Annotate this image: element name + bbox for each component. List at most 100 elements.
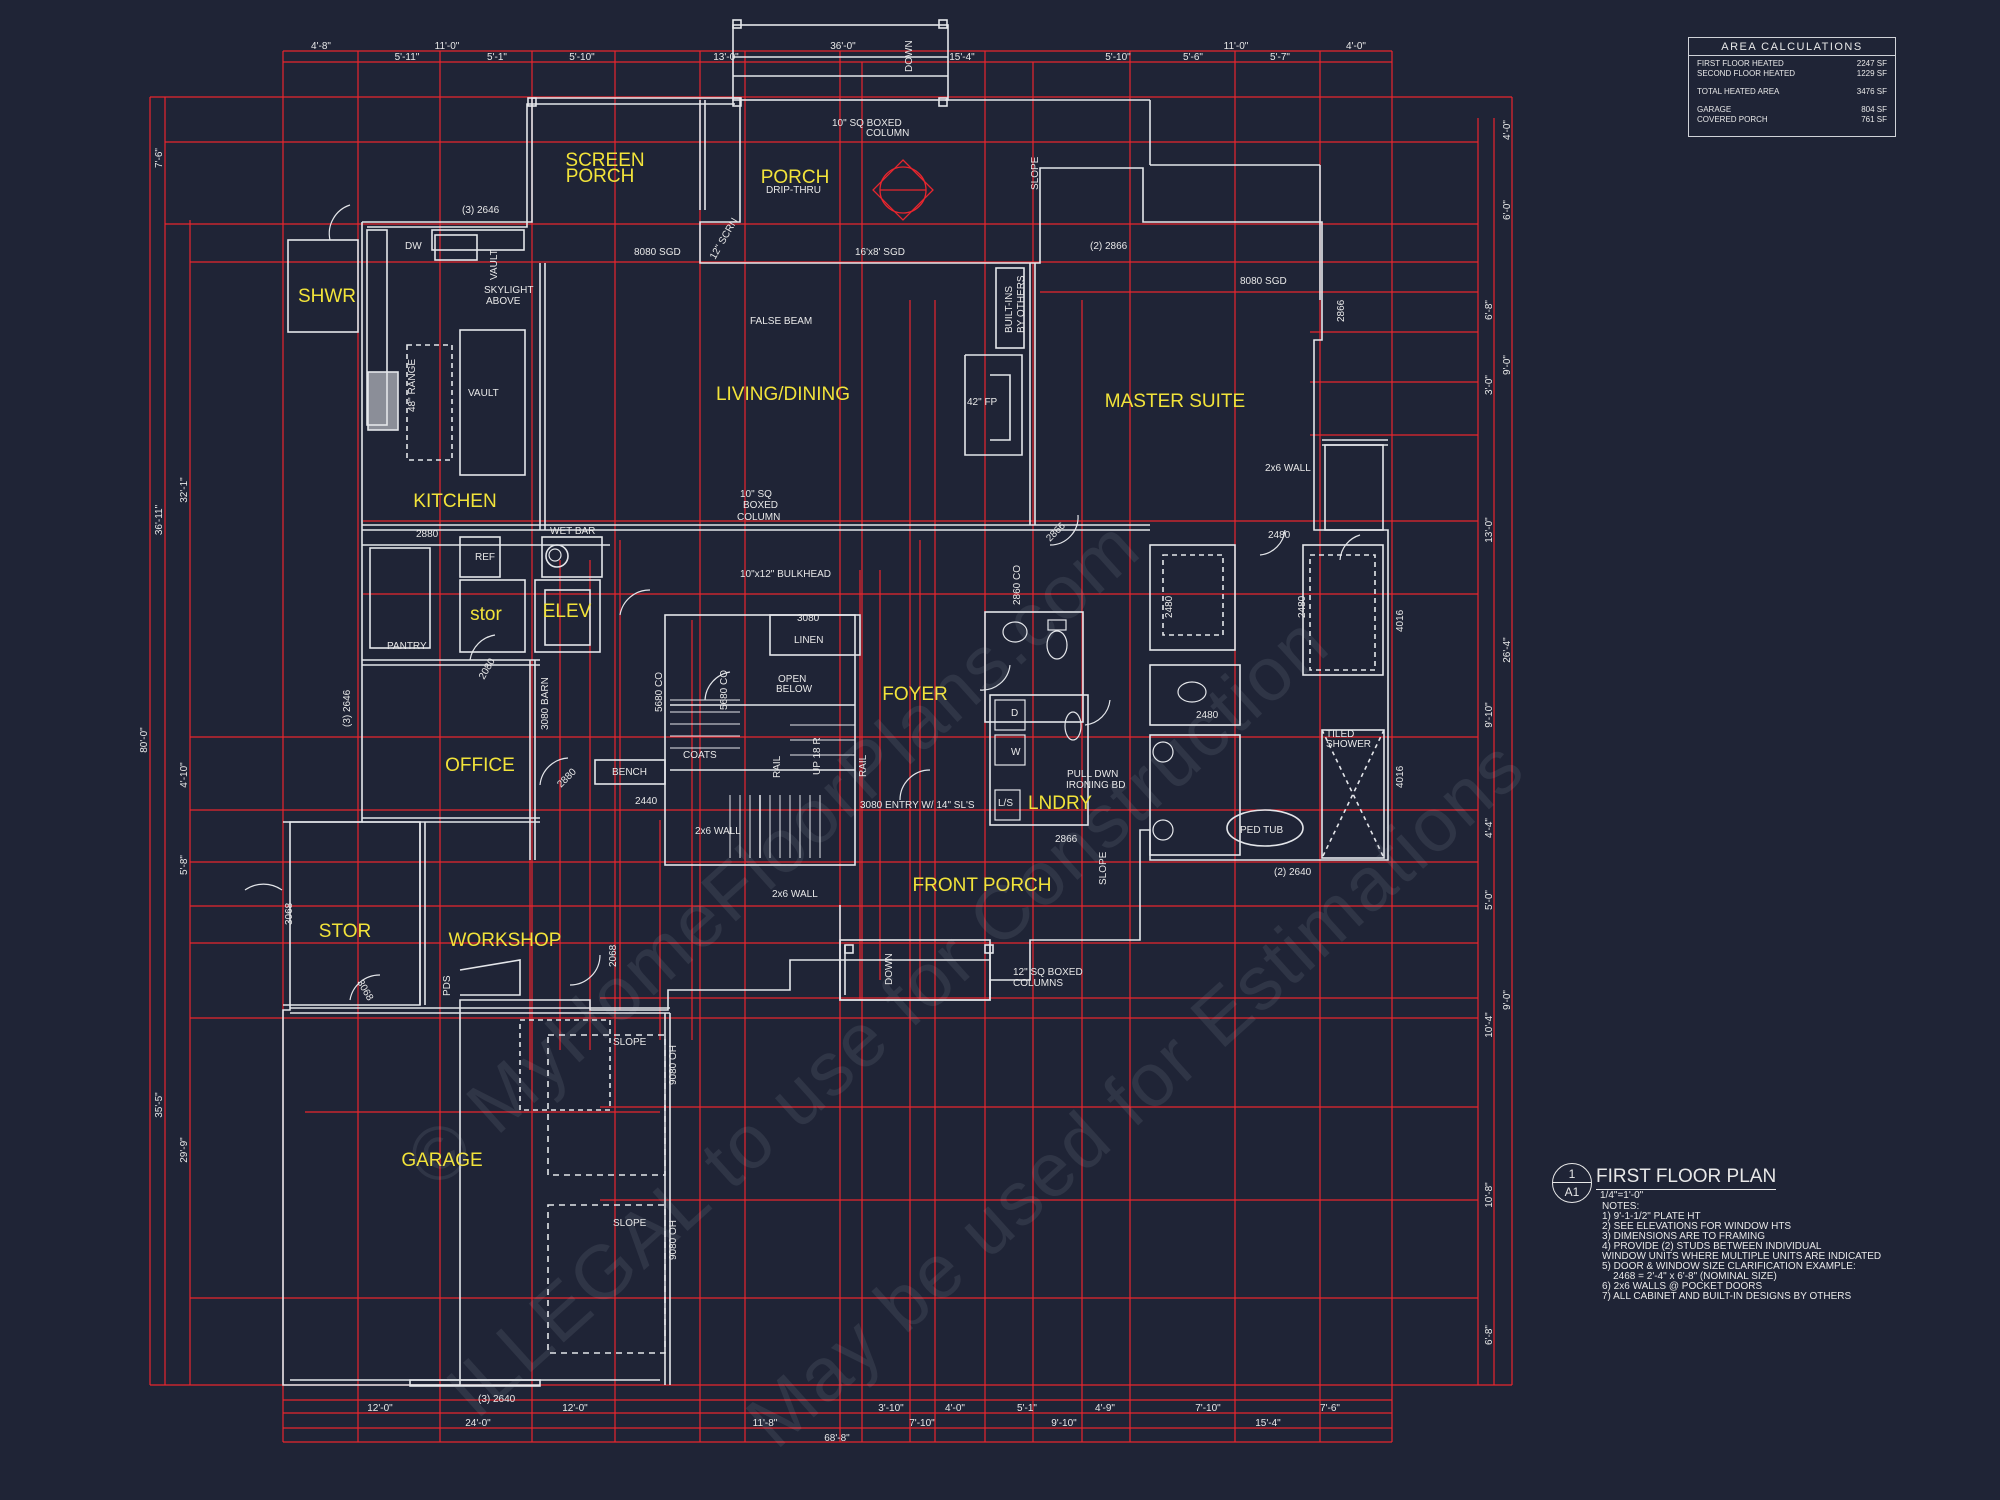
area-value: 761 SF (1861, 115, 1887, 124)
label-2480-bath: 2480 (1196, 710, 1219, 721)
label-ped-tub: PED TUB (1240, 825, 1283, 836)
label-tiled-shower-2: SHOWER (1326, 739, 1371, 750)
dim-right: 9'-10" (1484, 702, 1495, 728)
label-2x6-wall-b: 2x6 WALL (695, 826, 741, 837)
dim-left: 36'-11" (154, 504, 165, 535)
drawing-title: FIRST FLOOR PLAN (1596, 1166, 1777, 1190)
label-window-2866: (2) 2866 (1090, 241, 1128, 252)
dim-top: 11'-0" (1224, 41, 1249, 52)
area-row: FIRST FLOOR HEATED 2247 SF (1689, 59, 1895, 69)
dim-right: 6'-0" (1502, 200, 1513, 220)
label-2068: 2068 (608, 944, 619, 967)
plumbing-fixtures (548, 548, 1207, 841)
label-5680-co-b: 5680 CO (719, 670, 730, 710)
label-8080-sgd-master: 8080 SGD (1240, 276, 1287, 287)
room-label-stor: STOR (319, 921, 371, 942)
dim-right: 9'-0" (1502, 990, 1513, 1010)
label-4016: 4016 (1395, 609, 1406, 632)
dim-right: 9'-0" (1502, 355, 1513, 375)
dim-right: 5'-0" (1484, 890, 1495, 910)
area-label: COVERED PORCH (1697, 115, 1768, 124)
room-label-stor-small: stor (470, 604, 502, 625)
room-labels: SCREEN PORCH PORCH SHWR LIVING/DINING MA… (298, 150, 1245, 1171)
dim-right: 26'-4" (1502, 637, 1513, 663)
dim-top: 4'-8" (311, 41, 331, 52)
label-rail: RAIL (772, 755, 783, 778)
area-value: 3476 SF (1856, 87, 1887, 96)
dim-top: 5'-7" (1270, 52, 1290, 63)
note-item: WINDOW UNITS WHERE MULTIPLE UNITS ARE IN… (1602, 1251, 1882, 1262)
dim-bottom: 5'-1" (1017, 1403, 1037, 1414)
dimension-right: 4'-0" 6'-0" 9'-0" 6'-8" 3'-0" 13'-0" 26'… (1484, 120, 1513, 1345)
label-living-column-2: BOXED (743, 500, 778, 511)
room-label-elev: ELEV (543, 601, 592, 622)
label-2640-bath: (2) 2640 (1274, 867, 1312, 878)
dim-top: 5'-11" (395, 52, 420, 63)
dim-right: 3'-0" (1484, 375, 1495, 395)
label-skylight-2: ABOVE (486, 296, 521, 307)
label-linen: LINEN (794, 635, 823, 646)
annotations: DRIP-THRU 10" SQ BOXED COLUMN SLOPE (3) … (284, 40, 1406, 1405)
room-label-foyer: FOYER (882, 684, 947, 705)
dim-right: 6'-8" (1484, 1325, 1495, 1345)
label-window-2646: (3) 2646 (462, 205, 500, 216)
dim-top: 5'-1" (487, 52, 507, 63)
detail-number: 1 (1568, 1167, 1576, 1181)
label-9080-oh-b: 9080 OH (668, 1220, 679, 1260)
label-down-front: DOWN (884, 953, 895, 985)
dim-left: 4'-10" (179, 762, 190, 788)
label-ls: L/S (998, 798, 1013, 809)
dim-left: 7'-6" (154, 148, 165, 168)
label-2480-master: 2480 (1268, 530, 1291, 541)
drawing-scale: 1/4"=1'-0" (1600, 1190, 1644, 1201)
area-row: SECOND FLOOR HEATED 1229 SF (1689, 69, 1895, 79)
detail-bubble: 1 A1 (1552, 1163, 1592, 1203)
label-2880-office: 2880 (555, 766, 579, 790)
dim-bottom: 3'-10" (878, 1403, 904, 1414)
room-label-screen-porch: SCREEN (565, 150, 644, 171)
note-item: 6) 2x6 WALLS @ POCKET DOORS (1602, 1281, 1763, 1292)
label-2860-co: 2860 CO (1012, 565, 1023, 605)
label-pantry: PANTRY (387, 641, 427, 652)
room-label-workshop: WORKSHOP (449, 930, 562, 951)
label-ref: REF (475, 552, 495, 563)
dimension-lines (149, 50, 1513, 1443)
label-rail-2: RAIL (858, 754, 869, 777)
note-item: 4) PROVIDE (2) STUDS BETWEEN INDIVIDUAL (1602, 1241, 1822, 1252)
dim-bottom: 15'-4" (1255, 1418, 1281, 1429)
sheet-number: A1 (1564, 1185, 1580, 1199)
room-label-shwr: SHWR (298, 286, 356, 307)
dim-bottom: 12'-0" (367, 1403, 393, 1414)
note-item: 2468 = 2'-4" x 6'-8" (NOMINAL SIZE) (1602, 1271, 1777, 1282)
label-ironing-bd-2: IRONING BD (1066, 780, 1125, 791)
label-slope-front: SLOPE (1098, 851, 1109, 885)
area-row: TOTAL HEATED AREA 3476 SF (1689, 87, 1895, 97)
dim-bottom: 7'-10" (1195, 1403, 1221, 1414)
label-front-columns-2: COLUMNS (1013, 978, 1063, 989)
label-dryer: D (1011, 708, 1018, 719)
label-open-below: OPEN (778, 674, 806, 685)
note-item: 5) DOOR & WINDOW SIZE CLARIFICATION EXAM… (1602, 1261, 1856, 1272)
dimension-bottom: 12'-0" 12'-0" 24'-0" 11'-8" 3'-10" 7'-10… (367, 1403, 1340, 1444)
label-9080-oh: 9080 OH (668, 1045, 679, 1085)
label-open-below-2: BELOW (776, 684, 813, 695)
dim-left: 80'-0" (139, 727, 150, 753)
dim-right: 4'-0" (1502, 120, 1513, 140)
area-value: 1229 SF (1856, 69, 1887, 78)
label-front-columns: 12" SQ BOXED (1013, 967, 1083, 978)
label-2480-closet: 2480 (1164, 595, 1175, 618)
label-2640-garage: (3) 2640 (478, 1394, 516, 1405)
dim-top: 11'-0" (435, 41, 460, 52)
dim-bottom: 7'-10" (909, 1418, 935, 1429)
dimension-left: 7'-6" 36'-11" 32'-1" 80'-0" 4'-10" 5'-8"… (139, 148, 190, 1163)
label-bulkhead: 10"x12" BULKHEAD (740, 569, 831, 580)
label-tiled-shower: TILED (1326, 729, 1354, 740)
area-calculations-table: AREA CALCULATIONS FIRST FLOOR HEATED 224… (1688, 37, 1896, 137)
label-skylight: SKYLIGHT (484, 285, 533, 296)
label-false-beam: FALSE BEAM (750, 316, 812, 327)
drawing-notes: NOTES: 1) 9'-1-1/2" PLATE HT 2) SEE ELEV… (1602, 1202, 1881, 1302)
label-entry-door: 3080 ENTRY W/ 14" SL'S (860, 800, 975, 811)
dim-bottom: 68'-8" (824, 1433, 850, 1444)
room-label-porch: PORCH (761, 167, 830, 188)
